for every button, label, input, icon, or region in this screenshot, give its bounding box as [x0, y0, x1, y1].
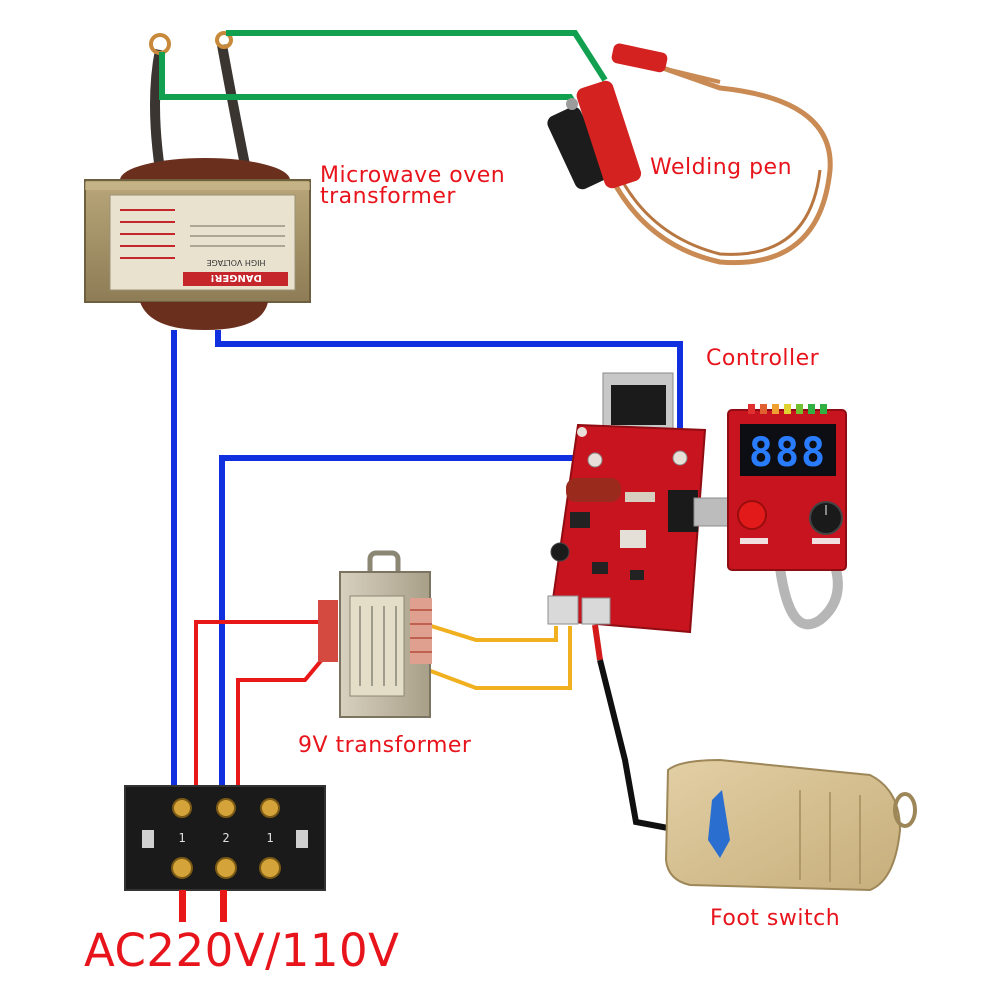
- microwave-transformer-label-line2: transformer: [320, 184, 456, 209]
- primary-wires: [194, 620, 332, 808]
- high-voltage-text: HIGH VOLTAGE: [207, 258, 266, 267]
- terminal-number: 1: [266, 831, 273, 845]
- ac-supply-label: AC220V/110V: [84, 924, 400, 977]
- secondary-wires: [427, 623, 572, 690]
- display-digits: 888: [749, 430, 827, 476]
- transformer-9v-label: 9V transformer: [298, 733, 472, 758]
- danger-text: DANGER!: [210, 272, 262, 283]
- display-module: 888: [727, 404, 847, 571]
- welding-pen: [547, 43, 833, 266]
- transformer-9v: [318, 550, 432, 718]
- terminal-number: 1: [178, 831, 185, 845]
- microwave-transformer: DANGER! HIGH VOLTAGE: [84, 31, 311, 330]
- welding-pen-label: Welding pen: [650, 155, 793, 180]
- terminal-number: 2: [222, 831, 229, 845]
- controller-label: Controller: [706, 346, 820, 371]
- terminal-block: 1 2 1: [124, 785, 326, 922]
- mains-wires: [171, 330, 683, 808]
- foot-switch-label: Foot switch: [710, 906, 841, 931]
- microwave-transformer-label-line1: Microwave oven: [320, 163, 506, 188]
- foot-switch-wire: [592, 624, 669, 831]
- indicator-leds: [748, 404, 827, 414]
- foot-switch: [664, 758, 917, 892]
- controller-board: [547, 372, 843, 634]
